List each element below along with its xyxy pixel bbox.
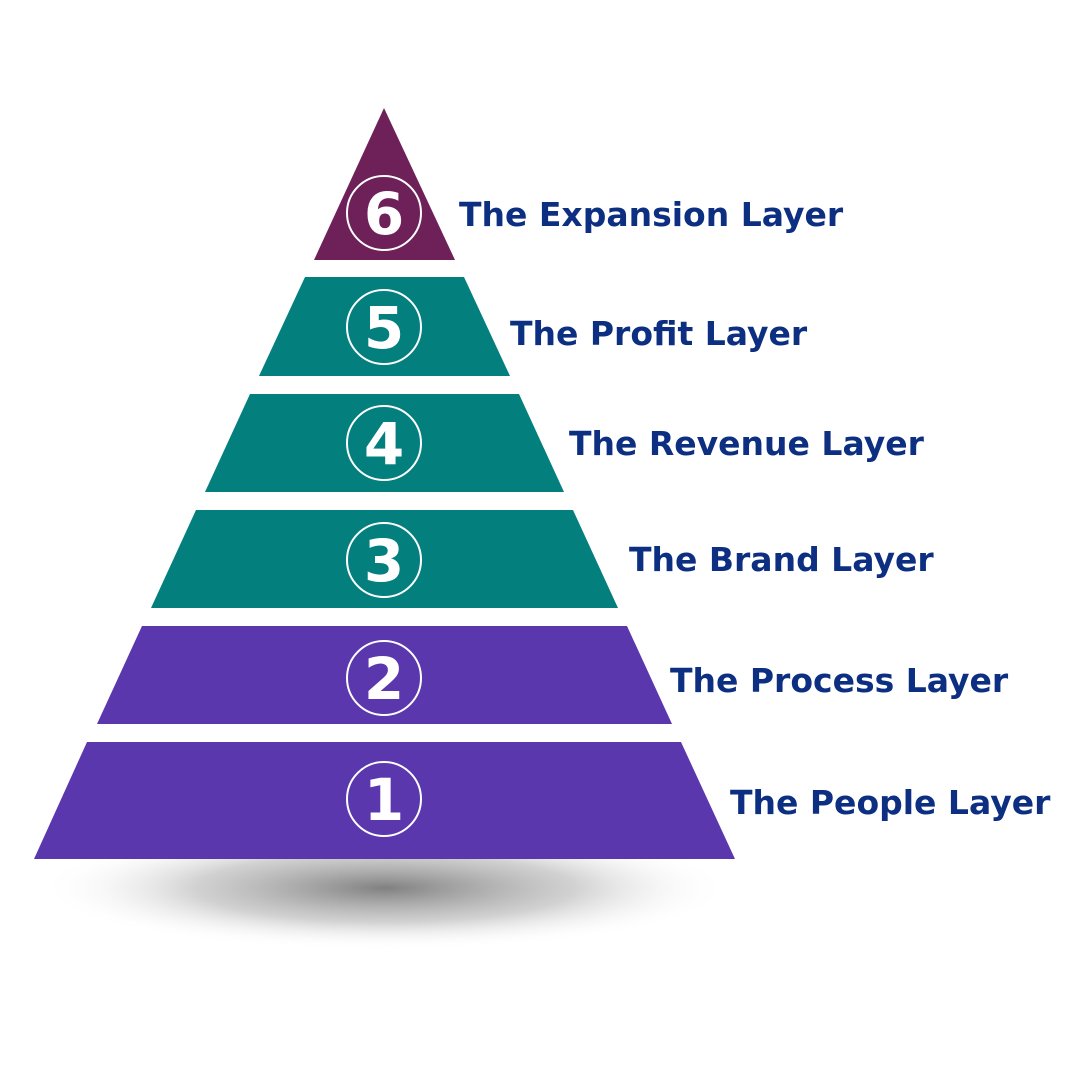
layer-4: 4 The Revenue Layer: [205, 394, 925, 492]
layer-5-shape: [259, 277, 510, 376]
layer-6: 6 The Expansion Layer: [314, 108, 844, 260]
layer-6-number: 6: [364, 180, 404, 248]
layer-4-badge-ring: [346, 405, 422, 481]
layer-5-badge-ring: [346, 289, 422, 365]
layer-1-label: The People Layer: [730, 783, 1051, 822]
layer-5-label: The Profit Layer: [510, 314, 808, 353]
layer-2-badge-ring: [346, 640, 422, 716]
layer-3: 3 The Brand Layer: [151, 510, 934, 608]
layer-2-number: 2: [364, 645, 404, 713]
layer-6-badge-ring: [346, 175, 422, 251]
layer-3-shape: [151, 510, 618, 608]
layer-1: 1 The People Layer: [34, 742, 1051, 859]
layer-1-number: 1: [364, 766, 404, 834]
layer-2-label: The Process Layer: [670, 661, 1009, 700]
layer-3-label: The Brand Layer: [629, 540, 934, 579]
layer-5-number: 5: [364, 294, 404, 362]
layer-1-shape: [34, 742, 735, 859]
layer-4-number: 4: [364, 410, 404, 478]
layer-2: 2 The Process Layer: [97, 626, 1009, 724]
layer-3-badge-ring: [346, 522, 422, 598]
layer-4-label: The Revenue Layer: [569, 424, 925, 463]
layer-4-shape: [205, 394, 564, 492]
layer-2-shape: [97, 626, 672, 724]
layer-5: 5 The Profit Layer: [259, 277, 808, 376]
layer-1-badge-ring: [346, 761, 422, 837]
layer-6-label: The Expansion Layer: [459, 195, 844, 234]
layer-3-number: 3: [364, 527, 404, 595]
